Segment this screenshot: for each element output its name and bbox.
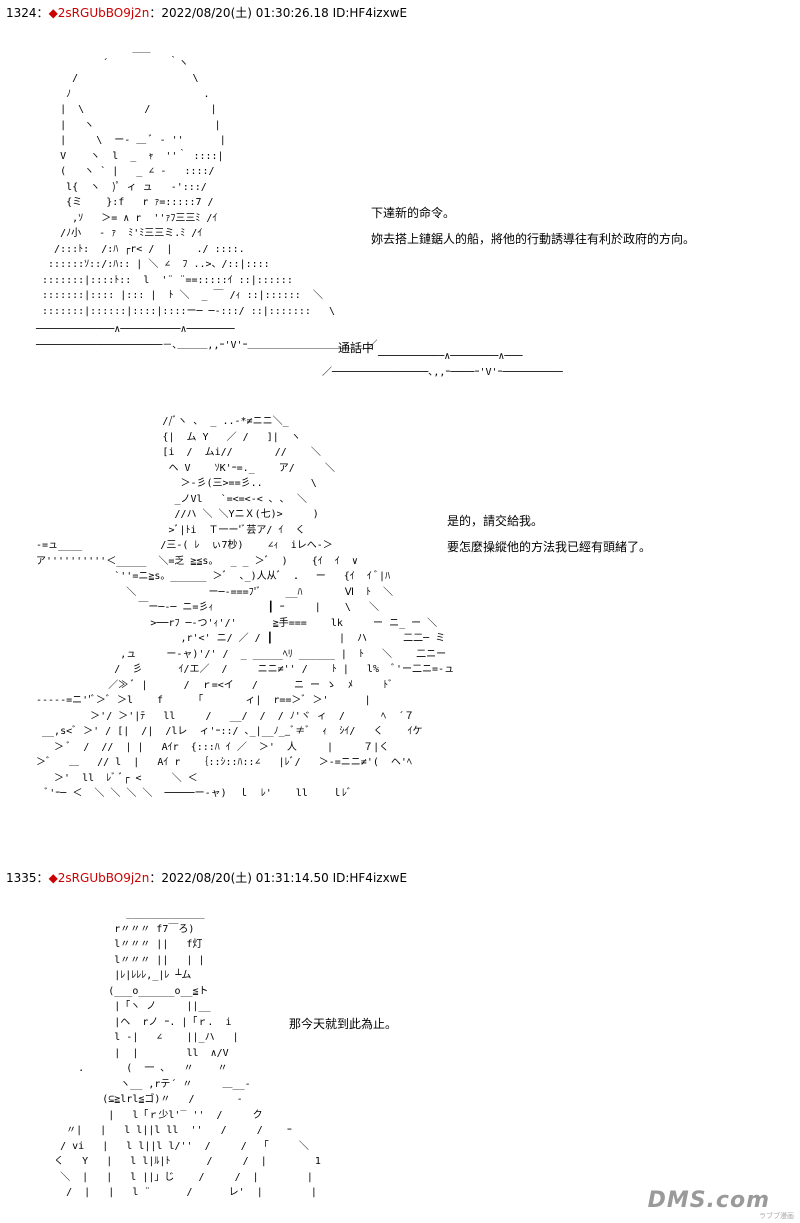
post-datetime: ：2022/08/20(土) 01:31:14.50: [149, 871, 329, 885]
trip-diamond-icon: ◆: [48, 6, 58, 20]
post-id: ID:HF4izxwE: [332, 6, 408, 20]
watermark-subtext: ラブブ漫画: [759, 1212, 794, 1220]
post-header-1335: 1335：◆2sRGUbBO9j2n：2022/08/20(土) 01:31:1…: [6, 871, 407, 885]
dialog-line: 要怎麼操縱他的方法我已經有頭緒了。: [447, 540, 652, 554]
watermark-logo: DMS.com: [647, 1188, 770, 1213]
post-datetime: ：2022/08/20(土) 01:30:26.18: [149, 6, 329, 20]
post-trip[interactable]: 2sRGUbBO9j2n: [57, 6, 150, 20]
post-id: ID:HF4izxwE: [332, 871, 408, 885]
dialog-line: 是的，請交給我。: [447, 514, 544, 528]
phone-call-label: 通話中: [338, 341, 375, 355]
phone-line-art: ─────────────∧──────────∧──────── ──────…: [36, 324, 378, 351]
post-trip[interactable]: 2sRGUbBO9j2n: [57, 871, 150, 885]
post-header-1324: 1324：◆2sRGUbBO9j2n：2022/08/20(土) 01:30:2…: [6, 6, 407, 20]
ascii-art-character-3: _____________ r〃〃〃 f7￣ろ) l〃〃〃 || f灯 l〃〃〃…: [54, 908, 321, 1198]
trip-diamond-icon: ◆: [48, 871, 58, 885]
dialog-line: 妳去搭上鏈鋸人的船，將他的行動誘導往有利於政府的方向。: [371, 232, 696, 246]
post-separator: ：: [36, 871, 49, 885]
phone-line-art-2: ───────────∧────────∧───: [378, 351, 523, 362]
dialog-line: 下達新的命令。: [371, 206, 456, 220]
dialog-line: 那今天就到此為止。: [289, 1017, 398, 1031]
ascii-art-character: //ﾞヽ ､ _ ..-*≠ニニ＼_ {| ム Y ／ / ]| ヽ [i / …: [36, 416, 455, 799]
phone-line-art-3: ／────────────────､,,ｰ────ｰ'V'ｰ──────────: [322, 367, 563, 378]
ascii-art-makima: ___ ´ ｀ヽ / \ ﾉ . | \ / | | ヽ | | \ ー- ＿ …: [42, 42, 335, 317]
post-number: 1335: [6, 871, 37, 885]
post-separator: ：: [36, 6, 49, 20]
post-number: 1324: [6, 6, 37, 20]
